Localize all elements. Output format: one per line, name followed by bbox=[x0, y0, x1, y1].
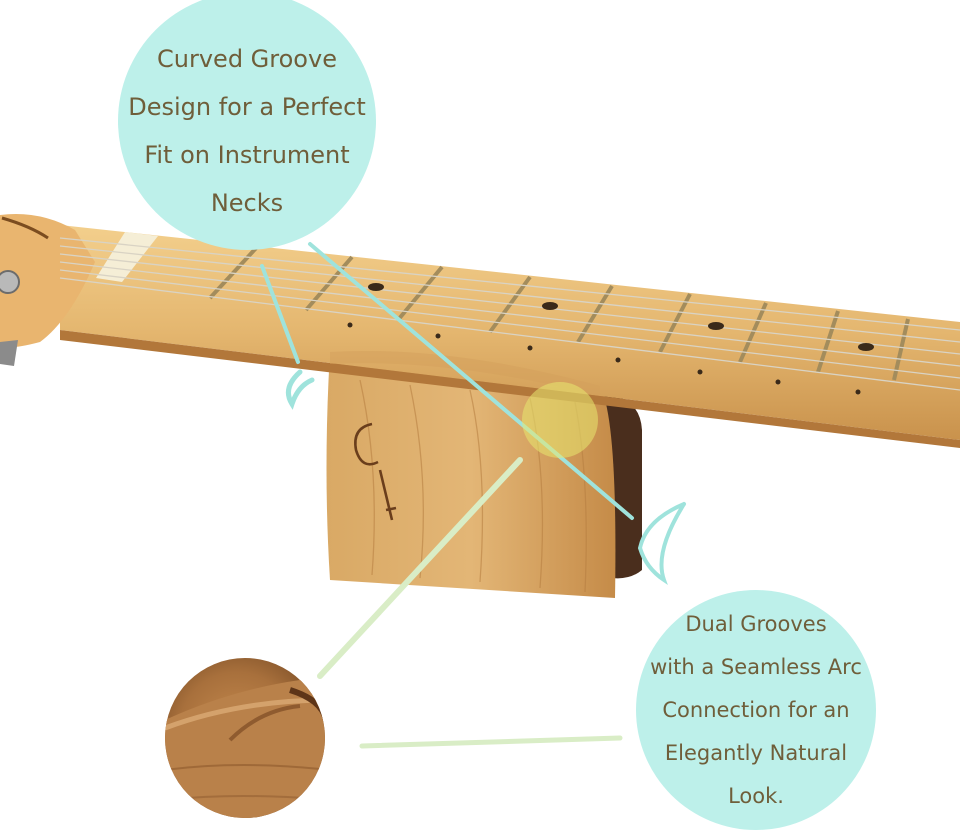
fret-markers bbox=[347, 283, 874, 395]
callout-dual-grooves: Dual Grooves with a Seamless Arc Connect… bbox=[636, 590, 876, 830]
callout-dual-grooves-text: Dual Grooves with a Seamless Arc Connect… bbox=[650, 611, 862, 808]
tuning-peg bbox=[0, 270, 20, 294]
callout-pointers bbox=[260, 242, 686, 749]
brand-logo bbox=[354, 422, 397, 521]
closeup-inset bbox=[165, 658, 325, 818]
nut bbox=[96, 232, 158, 282]
callout-curved-groove-text: Curved Groove Design for a Perfect Fit o… bbox=[128, 45, 366, 217]
guitar-neck bbox=[0, 214, 960, 448]
strings bbox=[59, 237, 960, 391]
callout-curved-groove: Curved Groove Design for a Perfect Fit o… bbox=[118, 0, 376, 250]
highlight-marker bbox=[522, 382, 598, 458]
